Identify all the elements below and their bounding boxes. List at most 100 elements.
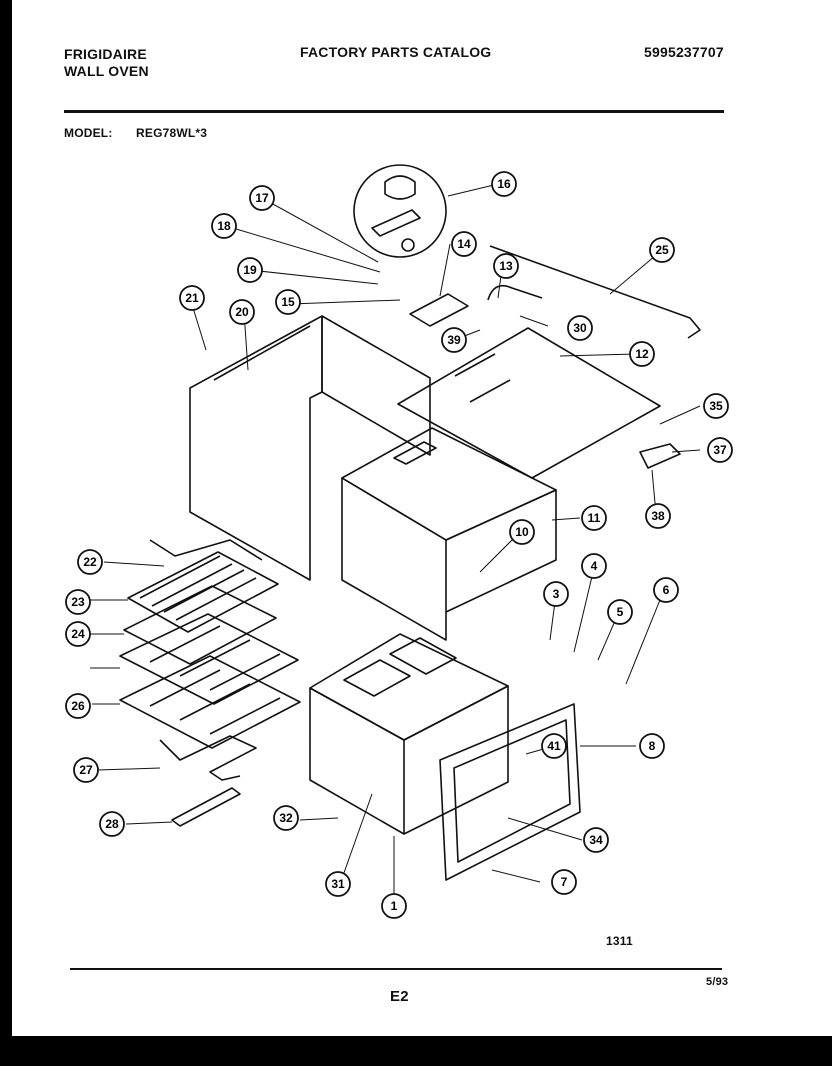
top-panel: [397, 327, 661, 479]
callout-24: 24: [65, 621, 91, 647]
oven-liner-side: [309, 687, 405, 835]
callout-label: 24: [71, 627, 85, 641]
callout-label: 25: [655, 243, 669, 257]
callout-label: 38: [651, 509, 665, 523]
footer-rule: [70, 968, 722, 970]
callout-label: 27: [79, 763, 93, 777]
callout-label: 8: [649, 739, 656, 753]
callout-label: 31: [331, 877, 345, 891]
brand-label: FRIGIDAIRE: [64, 46, 147, 62]
callout-10: 10: [509, 519, 535, 545]
callout-label: 10: [515, 525, 529, 539]
callout-label: 7: [561, 875, 568, 889]
callout-4: 4: [581, 553, 607, 579]
callout-8: 8: [639, 733, 665, 759]
callout-16: 16: [491, 171, 517, 197]
callout-15: 15: [275, 289, 301, 315]
model-value: REG78WL*3: [136, 126, 208, 140]
callout-7: 7: [551, 869, 577, 895]
callout-20: 20: [229, 299, 255, 325]
detail-circle: [353, 164, 447, 258]
callout-32: 32: [273, 805, 299, 831]
wire-harness: [489, 245, 701, 339]
callout-37: 37: [707, 437, 733, 463]
side-panel: [189, 315, 323, 581]
callout-label: 19: [243, 263, 257, 277]
callout-label: 22: [83, 555, 97, 569]
callout-5: 5: [607, 599, 633, 625]
scan-left-border: [0, 0, 12, 1066]
callout-label: 21: [185, 291, 199, 305]
callout-31: 31: [325, 871, 351, 897]
callout-19: 19: [237, 257, 263, 283]
callout-label: 17: [255, 191, 269, 205]
model-label: MODEL:: [64, 126, 113, 140]
callout-30: 30: [567, 315, 593, 341]
callout-label: 6: [663, 583, 670, 597]
callout-label: 39: [447, 333, 461, 347]
element-bracket: [171, 787, 241, 827]
callout-label: 13: [499, 259, 513, 273]
callout-35: 35: [703, 393, 729, 419]
callout-label: 35: [709, 399, 723, 413]
revision-date: 5/93: [706, 976, 729, 988]
figure-id: 1311: [606, 934, 633, 948]
callout-label: 5: [617, 605, 624, 619]
callout-label: 32: [279, 811, 293, 825]
callout-label: 28: [105, 817, 119, 831]
callout-label: 16: [497, 177, 511, 191]
callout-3: 3: [543, 581, 569, 607]
header-rule: [64, 110, 724, 113]
callout-34: 34: [583, 827, 609, 853]
callout-22: 22: [77, 549, 103, 575]
callout-26: 26: [65, 693, 91, 719]
callout-1: 1: [381, 893, 407, 919]
callout-label: 30: [573, 321, 587, 335]
callout-13: 13: [493, 253, 519, 279]
callout-label: 12: [635, 347, 649, 361]
callout-bubbles: 1345678101112131415161718192021222324252…: [65, 171, 733, 919]
callout-6: 6: [653, 577, 679, 603]
product-label: WALL OVEN: [64, 63, 149, 79]
terminal-cover: [409, 293, 469, 327]
callout-label: 20: [235, 305, 249, 319]
thermostat-bulb: [384, 175, 416, 200]
rear-wall: [321, 315, 431, 456]
catalog-number: 5995237707: [644, 44, 724, 60]
door-frame: [439, 703, 581, 881]
callout-39: 39: [441, 327, 467, 353]
callout-label: 34: [589, 833, 603, 847]
callout-41: 41: [541, 733, 567, 759]
oven-rack-upper: [119, 613, 299, 705]
switch: [639, 443, 681, 469]
oven-rack-lower: [119, 655, 301, 749]
callout-label: 4: [591, 559, 598, 573]
callout-28: 28: [99, 811, 125, 837]
callout-11: 11: [581, 505, 607, 531]
broiler-grid: [127, 551, 279, 633]
callout-18: 18: [211, 213, 237, 239]
callout-label: 1: [391, 899, 398, 913]
callout-label: 37: [713, 443, 727, 457]
page-code: E2: [390, 988, 409, 1005]
callout-label: 11: [588, 511, 601, 525]
callout-14: 14: [451, 231, 477, 257]
callout-12: 12: [629, 341, 655, 367]
box-front: [341, 477, 447, 641]
callout-21: 21: [179, 285, 205, 311]
callout-label: 23: [71, 595, 85, 609]
scan-bottom-border: [0, 1036, 832, 1066]
bake-element: [159, 735, 257, 781]
callout-27: 27: [73, 757, 99, 783]
broil-element: [149, 539, 263, 561]
callout-38: 38: [645, 503, 671, 529]
bracket-detail: [371, 209, 421, 237]
callout-17: 17: [249, 185, 275, 211]
callout-label: 18: [217, 219, 231, 233]
callout-label: 15: [281, 295, 295, 309]
sensor: [487, 284, 543, 301]
callout-label: 14: [457, 237, 471, 251]
callout-label: 3: [553, 587, 560, 601]
